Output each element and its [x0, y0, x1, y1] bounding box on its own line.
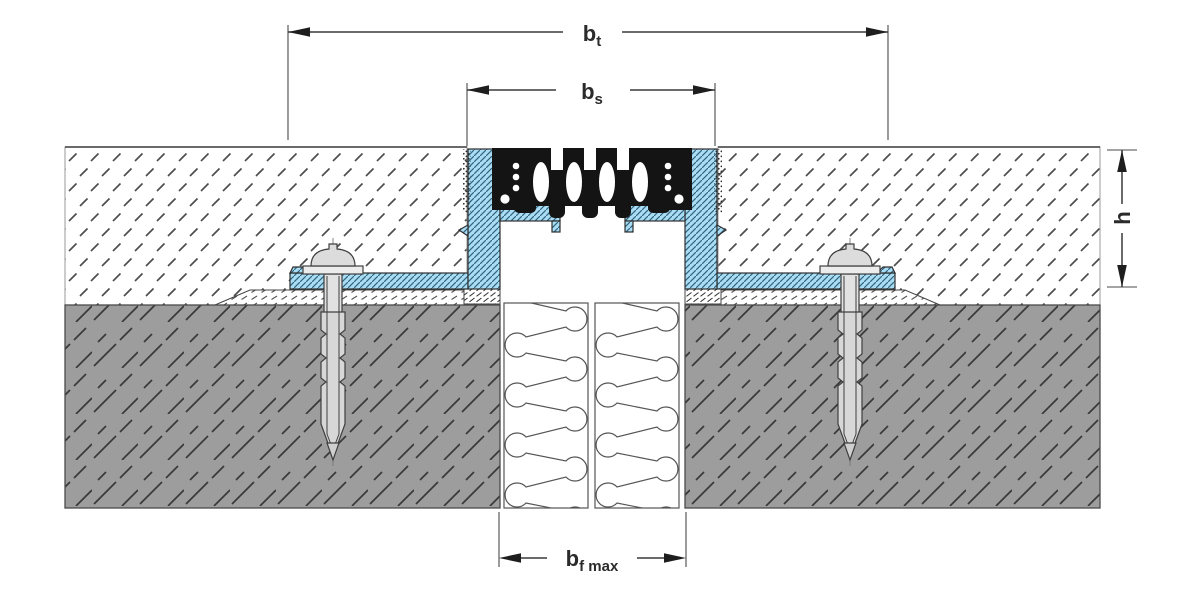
dim-h-arrow-top: [1117, 150, 1127, 172]
screw-tip: [843, 442, 857, 462]
dim-bs-arrow-right: [693, 85, 715, 95]
insert-tab: [549, 196, 565, 218]
screw-thread-lines: [843, 276, 857, 451]
elastomer-insert: [492, 146, 692, 218]
dim-bf-arrow-right: [664, 553, 686, 563]
concrete-right: [684, 304, 1101, 509]
insert-tab: [615, 196, 631, 218]
wool-strip-right: [594, 302, 680, 509]
profile-flange-left: [289, 272, 469, 290]
insert-slot: [632, 162, 648, 202]
mortar-wedge-right: [685, 289, 941, 306]
dim-bs-extension-lines: [466, 83, 716, 146]
wall-barb-left: [457, 223, 469, 238]
washer: [819, 265, 881, 275]
dim-bt-arrow-left: [288, 27, 310, 37]
adhesive-strip-left: [463, 149, 471, 213]
concrete-slab: [64, 304, 1101, 509]
flange-end-ridge-right: [875, 266, 896, 274]
concrete-left: [64, 304, 501, 509]
washer: [302, 265, 364, 275]
dim-bs: bs: [466, 79, 716, 146]
insert-notch: [551, 146, 563, 170]
screw-head: [310, 243, 356, 267]
anchor-right: [819, 238, 881, 468]
wool-loops-right: [595, 303, 679, 508]
insert-notch: [617, 146, 629, 170]
dim-bt-arrow-right: [866, 27, 888, 37]
adhesive-strip-right: [714, 149, 722, 213]
anchor-left: [302, 238, 364, 468]
insert-slot: [533, 162, 549, 202]
screw-head: [827, 243, 873, 267]
insert-end-tab-left: [514, 196, 536, 213]
dim-bt-label: bt: [583, 21, 601, 50]
dim-h-label: h: [1110, 211, 1135, 224]
insert-tab: [582, 196, 598, 218]
mortar-wedge-left: [214, 289, 500, 306]
profile-arm-lip-left: [551, 220, 561, 233]
plastic-dowel: [320, 311, 346, 447]
dim-bf: bf max: [498, 512, 687, 575]
dim-h-arrow-bottom: [1117, 265, 1127, 287]
wool-loops-left: [504, 303, 588, 508]
insert-notch: [584, 146, 596, 170]
insert-slot: [599, 162, 615, 202]
dim-h: h: [1107, 149, 1137, 288]
insert-clamp-left: [492, 148, 515, 210]
insert-clamp-right: [669, 148, 692, 210]
insert-spring-serrations: [500, 162, 684, 204]
screw-tip: [326, 442, 340, 462]
dim-bf-arrow-left: [499, 553, 521, 563]
joint-gap-insulation: [503, 302, 680, 509]
dim-bs-label: bs: [581, 79, 603, 108]
plastic-dowel: [837, 311, 863, 447]
dim-bs-arrow-left: [467, 85, 489, 95]
profile-arm-lip-right: [624, 220, 634, 233]
insert-slot: [566, 162, 582, 202]
dim-bt-extension-lines: [287, 25, 889, 140]
screw-thread-lines: [326, 276, 340, 451]
dim-bt: bt: [287, 21, 889, 140]
wall-barb-right: [716, 223, 728, 238]
insert-end-tab-right: [648, 196, 670, 213]
dim-bf-extension-lines: [498, 512, 687, 567]
profile-flange-right: [716, 272, 896, 290]
wool-strip-left: [503, 302, 589, 509]
dim-bf-label: bf max: [566, 546, 619, 575]
